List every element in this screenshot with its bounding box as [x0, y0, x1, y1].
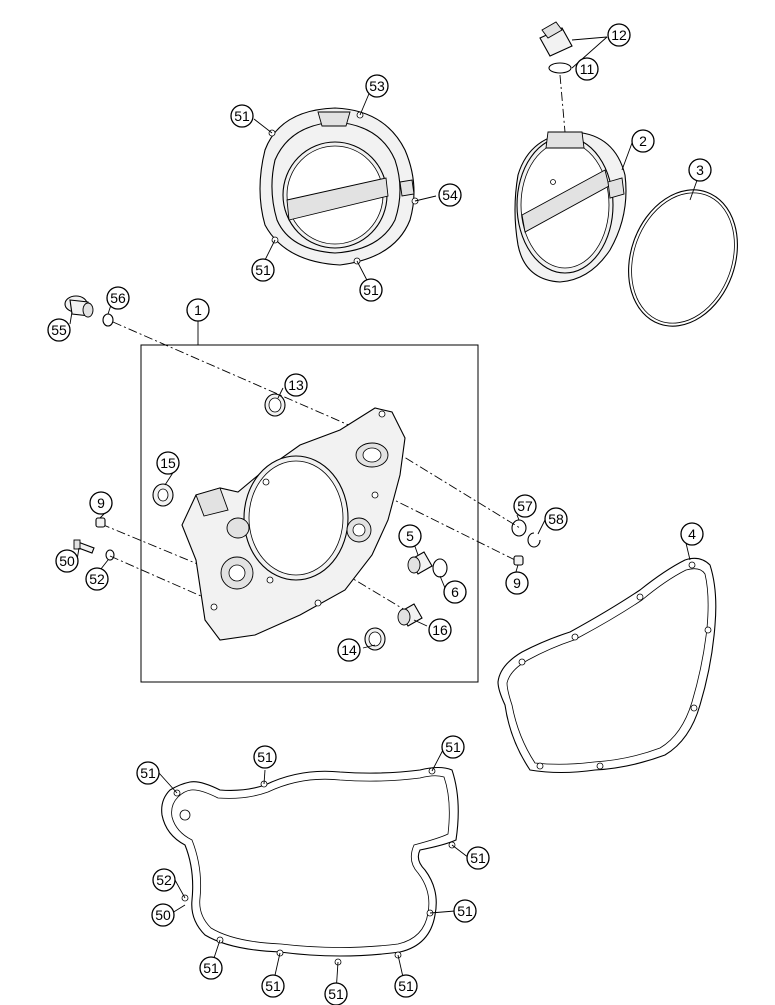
callout-1: 1	[186, 298, 210, 322]
callout-51-h: 51	[453, 899, 477, 923]
callout-56: 56	[106, 286, 130, 310]
callout-11: 11	[575, 57, 599, 81]
svg-text:9: 9	[97, 495, 105, 511]
callout-9-left: 9	[89, 491, 113, 515]
svg-text:52: 52	[156, 872, 172, 888]
svg-text:12: 12	[611, 27, 627, 43]
svg-text:16: 16	[432, 622, 448, 638]
svg-text:55: 55	[51, 322, 67, 338]
svg-text:51: 51	[363, 282, 379, 298]
callout-51-c: 51	[359, 278, 383, 302]
callout-51-b: 51	[251, 258, 275, 282]
dowel-9-right	[513, 555, 524, 566]
svg-text:51: 51	[445, 739, 461, 755]
oil-filler-plug	[539, 21, 573, 57]
svg-text:11: 11	[580, 61, 595, 77]
callout-9-right: 9	[505, 571, 529, 595]
callout-50-top: 50	[55, 549, 79, 573]
inner-clutch-cover	[181, 407, 406, 641]
svg-text:58: 58	[548, 511, 564, 527]
svg-text:1: 1	[194, 302, 202, 318]
callout-58: 58	[544, 507, 568, 531]
screw-plug-55	[64, 295, 94, 318]
gasket-4	[497, 557, 717, 774]
snap-ring-58	[527, 532, 541, 548]
svg-text:56: 56	[110, 290, 126, 306]
svg-text:51: 51	[203, 960, 219, 976]
svg-text:4: 4	[688, 526, 696, 542]
callout-53: 53	[365, 74, 389, 98]
o-ring-11	[548, 62, 572, 74]
callout-13: 13	[284, 373, 308, 397]
svg-text:53: 53	[369, 78, 385, 94]
shaft-seal-13	[264, 393, 286, 417]
bolt-50	[73, 539, 95, 554]
svg-text:13: 13	[288, 377, 304, 393]
svg-text:2: 2	[639, 133, 647, 149]
svg-text:51: 51	[470, 850, 486, 866]
washer-52	[105, 549, 115, 561]
svg-text:15: 15	[160, 455, 176, 471]
svg-text:14: 14	[341, 642, 357, 658]
callout-5: 5	[398, 524, 422, 548]
svg-text:9: 9	[513, 575, 521, 591]
svg-text:51: 51	[255, 262, 271, 278]
callout-12: 12	[607, 23, 631, 47]
svg-text:57: 57	[517, 498, 533, 514]
svg-text:5: 5	[406, 528, 414, 544]
seal-ring-57	[511, 519, 527, 537]
svg-text:3: 3	[696, 162, 704, 178]
svg-text:51: 51	[140, 765, 156, 781]
svg-text:50: 50	[155, 907, 171, 923]
callout-52-bottom: 52	[152, 868, 176, 892]
callout-2: 2	[631, 129, 655, 153]
dowel-9-left	[95, 517, 106, 528]
callout-52-top: 52	[85, 567, 109, 591]
seal-ring-56	[102, 313, 114, 327]
svg-text:51: 51	[328, 986, 344, 1002]
svg-text:52: 52	[89, 571, 105, 587]
callout-51-f: 51	[441, 735, 465, 759]
gasket-bottom	[161, 766, 459, 966]
svg-text:51: 51	[457, 903, 473, 919]
svg-text:51: 51	[265, 978, 281, 994]
callout-4: 4	[680, 522, 704, 546]
callout-3: 3	[688, 158, 712, 182]
callout-16: 16	[428, 618, 452, 642]
callout-55: 55	[47, 318, 71, 342]
svg-text:50: 50	[59, 553, 75, 569]
callout-51-d: 51	[136, 761, 160, 785]
snap-ring-6	[432, 558, 448, 578]
svg-text:6: 6	[451, 584, 459, 600]
needle-bearing-5	[407, 551, 433, 575]
svg-text:51: 51	[257, 749, 273, 765]
callout-51-e: 51	[253, 745, 277, 769]
needle-bearing-16	[397, 603, 423, 627]
svg-text:51: 51	[398, 978, 414, 994]
shaft-seal-14	[364, 627, 386, 651]
callout-57: 57	[513, 494, 537, 518]
assembly-frame	[140, 344, 479, 683]
outer-clutch-cover	[259, 107, 419, 266]
callout-6: 6	[443, 580, 467, 604]
svg-text:54: 54	[442, 187, 458, 203]
callout-50-bottom: 50	[151, 903, 175, 927]
o-ring-3	[628, 189, 738, 327]
callout-51-l: 51	[199, 956, 223, 980]
callout-51-i: 51	[394, 974, 418, 998]
callout-15: 15	[156, 451, 180, 475]
callout-51-g: 51	[466, 846, 490, 870]
callout-51-a: 51	[230, 104, 254, 128]
svg-text:51: 51	[234, 108, 250, 124]
callout-51-j: 51	[324, 982, 348, 1005]
callout-51-k: 51	[261, 974, 285, 998]
callout-54: 54	[438, 183, 462, 207]
clutch-cover-part-2	[514, 131, 627, 283]
shaft-seal-15	[152, 483, 174, 507]
callout-14: 14	[337, 638, 361, 662]
